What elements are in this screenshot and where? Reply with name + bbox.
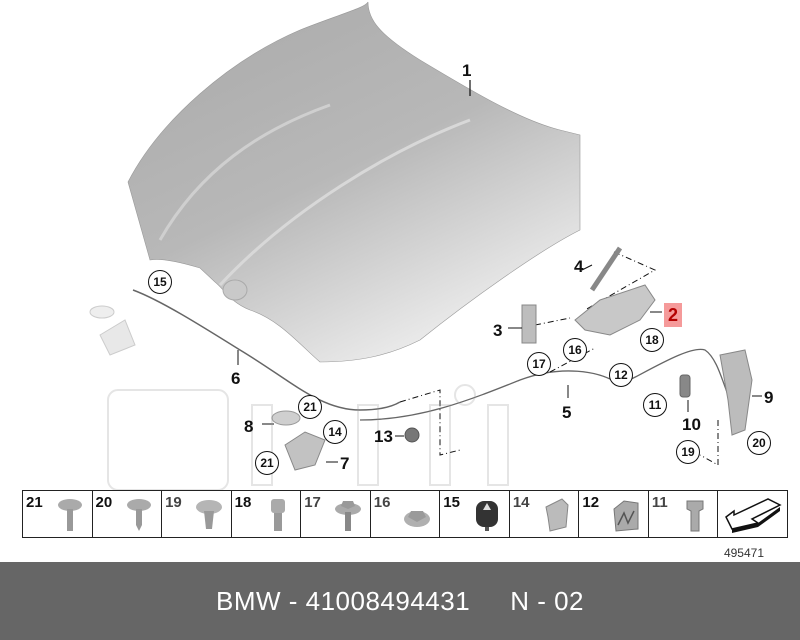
diagram-id: 495471: [723, 546, 764, 560]
callout-4: 4: [574, 257, 584, 276]
part-number: 19: [165, 494, 182, 511]
part-number: 14: [512, 494, 530, 511]
part-number: 11: [651, 494, 668, 511]
parts-strip-cell-16: 16: [371, 491, 441, 537]
part-number: 18: [234, 494, 252, 511]
parts-strip-cell-18: 18: [232, 491, 302, 537]
footer-bar: BMW - 41008494431 N - 02: [0, 562, 800, 640]
callout-15: 15: [148, 270, 172, 294]
brand-part-number: BMW - 41008494431: [215, 585, 471, 616]
callout-17: 17: [527, 352, 551, 376]
part-number: 20: [95, 494, 113, 511]
callout-11: 11: [643, 393, 667, 417]
clip-nut-icon: [686, 500, 704, 532]
torx-washer-screw-pointed-icon: [127, 499, 152, 531]
parts-strip-cell-17: 17: [301, 491, 371, 537]
callout-16: 16: [563, 338, 587, 362]
part-number: 16: [373, 494, 391, 511]
hex-flange-bolt-icon: [334, 501, 361, 531]
exploded-view-illustration: [89, 1, 762, 490]
parts-strip-cell-11: 11: [649, 491, 719, 537]
callout-5: 5: [562, 403, 572, 422]
callout-20: 20: [747, 431, 771, 455]
parts-strip-cell-14: 14: [510, 491, 580, 537]
parts-strip-cell-arrow: [718, 491, 787, 537]
part-number: 21: [26, 494, 43, 511]
cable-clip-icon: [545, 498, 569, 532]
cable-holder-icon: [613, 500, 639, 532]
callout-6: 6: [231, 369, 241, 388]
callout-12: 12: [609, 363, 633, 387]
rubber-buffer-icon: [475, 501, 498, 531]
callout-10: 10: [682, 415, 701, 434]
callout-21a: 21: [298, 395, 322, 419]
parts-strip: 21 20 19 18 17 16 15 14 12 11: [22, 490, 788, 538]
parts-strip-cell-12: 12: [579, 491, 649, 537]
watermark: [107, 384, 509, 490]
direction-arrow-icon: [725, 498, 783, 533]
part-number: 15: [443, 494, 460, 511]
hex-flange-nut-icon: [404, 511, 431, 527]
hood-panel: [127, 1, 581, 363]
parts-strip-cell-19: 19: [162, 491, 232, 537]
expanding-rivet-icon: [195, 500, 222, 529]
socket-head-bolt-icon: [271, 499, 286, 531]
callout-13: 13: [374, 427, 393, 446]
callout-19: 19: [676, 440, 700, 464]
part-number: 17: [304, 494, 321, 511]
torx-washer-screw-icon: [57, 499, 82, 531]
part-number: 12: [582, 494, 600, 511]
hood-hinge: [574, 284, 656, 336]
parts-strip-cell-21: 21: [23, 491, 93, 537]
callout-14: 14: [323, 420, 347, 444]
callout-18: 18: [640, 328, 664, 352]
position-code: N - 02: [510, 585, 585, 616]
parts-strip-cell-15: 15: [440, 491, 510, 537]
parts-strip-cell-20: 20: [93, 491, 163, 537]
callout-3: 3: [493, 321, 503, 340]
callout-9: 9: [764, 388, 774, 407]
callout-1: 1: [462, 61, 472, 80]
callout-8: 8: [244, 417, 254, 436]
callout-7: 7: [340, 454, 350, 473]
callout-2: 2: [664, 303, 683, 327]
callout-21b: 21: [255, 451, 279, 475]
